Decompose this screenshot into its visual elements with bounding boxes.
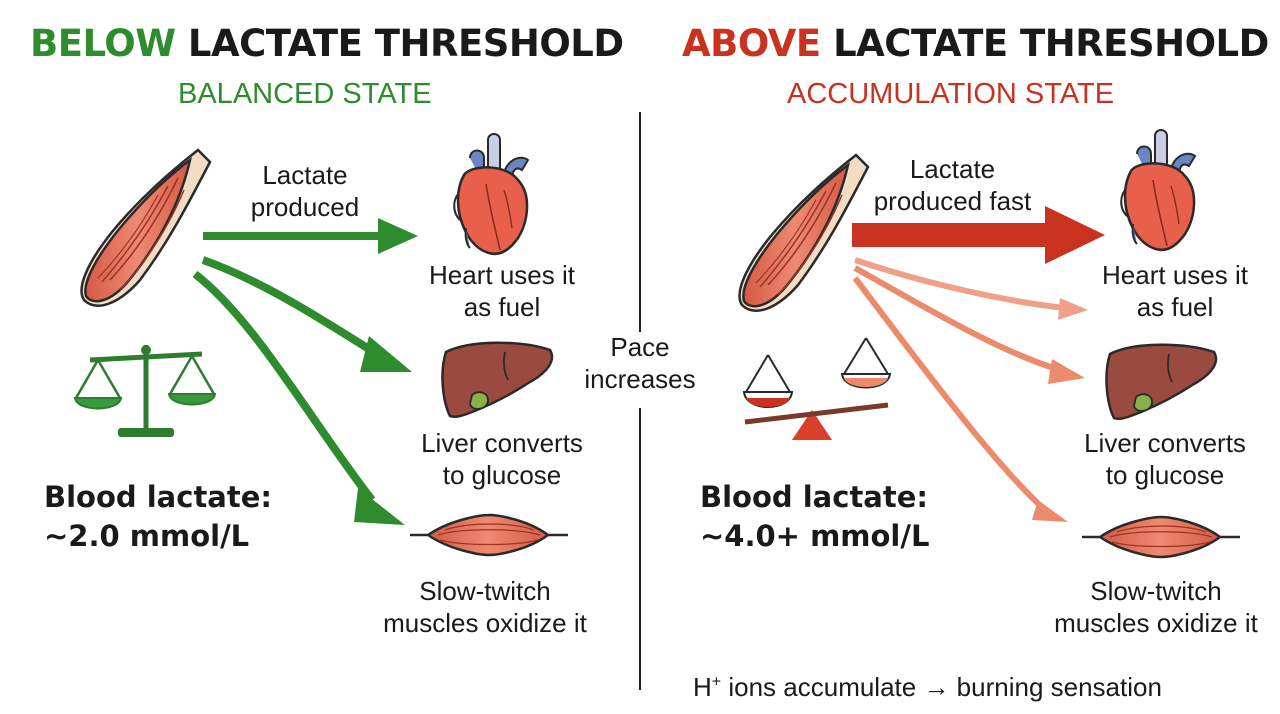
left-title-accent: BELOW [30,22,176,65]
heart-icon-right [1120,129,1197,252]
tipped-scale-icon [742,337,892,440]
arrow-to-liver [201,256,412,372]
left-slow-line1: Slow-twitch [419,576,551,606]
left-liver-line2: to glucose [442,459,562,490]
balanced-scale-icon [73,345,217,437]
pace-line1: Pace [610,332,670,362]
heart-icon [453,133,530,256]
right-title: ABOVE LACTATE THRESHOLD [682,25,1269,62]
left-produced-line2: produced [250,191,360,222]
right-heart-line1: Heart uses it [1102,260,1248,290]
right-heart-line2: as fuel [1136,291,1214,322]
right-title-rest: LACTATE THRESHOLD [820,22,1269,65]
liver-icon [441,341,554,419]
right-liver-label: Liver converts to glucose [1065,428,1265,491]
right-blood-lactate-value: ~4.0+ mmol/L [700,519,930,554]
arrow-to-slow-twitch [192,270,405,525]
skeletal-muscle-icon-right [738,153,870,312]
left-lactate-produced-label: Lactate produced [230,160,380,223]
thick-arrow-to-heart [852,206,1105,264]
left-heart-line2: as fuel [463,291,541,322]
right-produced-line2: produced fast [873,185,1032,216]
slow-twitch-muscle-icon-right [1082,515,1240,559]
right-slow-line1: Slow-twitch [1090,576,1222,606]
left-heart-label: Heart uses it as fuel [412,260,592,323]
footer-h: H [693,672,712,702]
arrow-to-liver-right [853,265,1085,384]
pace-line2: increases [584,363,696,394]
right-slow-line2: muscles oxidize it [1054,607,1258,638]
arrow-to-heart-faded [854,257,1088,320]
right-liver-line2: to glucose [1105,459,1225,490]
left-liver-line1: Liver converts [421,428,583,458]
footer-superscript: + [711,673,722,691]
right-blood-lactate: Blood lactate: ~4.0+ mmol/L [700,478,929,556]
right-heart-label: Heart uses it as fuel [1085,260,1265,323]
left-heart-line1: Heart uses it [429,260,575,290]
left-subtitle: BALANCED STATE [178,78,432,110]
slow-twitch-muscle-icon [410,513,568,557]
left-title-rest: LACTATE THRESHOLD [175,22,624,65]
right-subtitle: ACCUMULATION STATE [787,78,1115,110]
right-lactate-produced-label: Lactate produced fast [855,154,1050,217]
left-blood-lactate-value: ~2.0 mmol/L [44,519,250,554]
right-produced-line1: Lactate [909,154,996,184]
pace-increases-label: Pace increases [570,332,710,395]
left-produced-line1: Lactate [262,160,348,190]
left-title: BELOW LACTATE THRESHOLD [30,25,624,62]
right-title-accent: ABOVE [682,22,821,65]
left-liver-label: Liver converts to glucose [402,428,602,491]
arrow-to-heart [203,218,418,254]
liver-icon-right [1105,343,1218,421]
skeletal-muscle-icon [80,148,212,307]
right-blood-lactate-label: Blood lactate: [700,480,929,514]
footer-note: H+ ions accumulate → burning sensation [693,672,1162,703]
arrow-to-slow-twitch-right [852,276,1068,522]
right-slow-twitch-label: Slow-twitch muscles oxidize it [1036,576,1276,639]
left-slow-twitch-label: Slow-twitch muscles oxidize it [365,576,605,639]
left-slow-line2: muscles oxidize it [383,607,587,638]
footer-text: ions accumulate → burning sensation [721,672,1162,702]
left-blood-lactate: Blood lactate: ~2.0 mmol/L [44,478,272,556]
left-blood-lactate-label: Blood lactate: [44,480,273,514]
right-liver-line1: Liver converts [1084,428,1246,458]
